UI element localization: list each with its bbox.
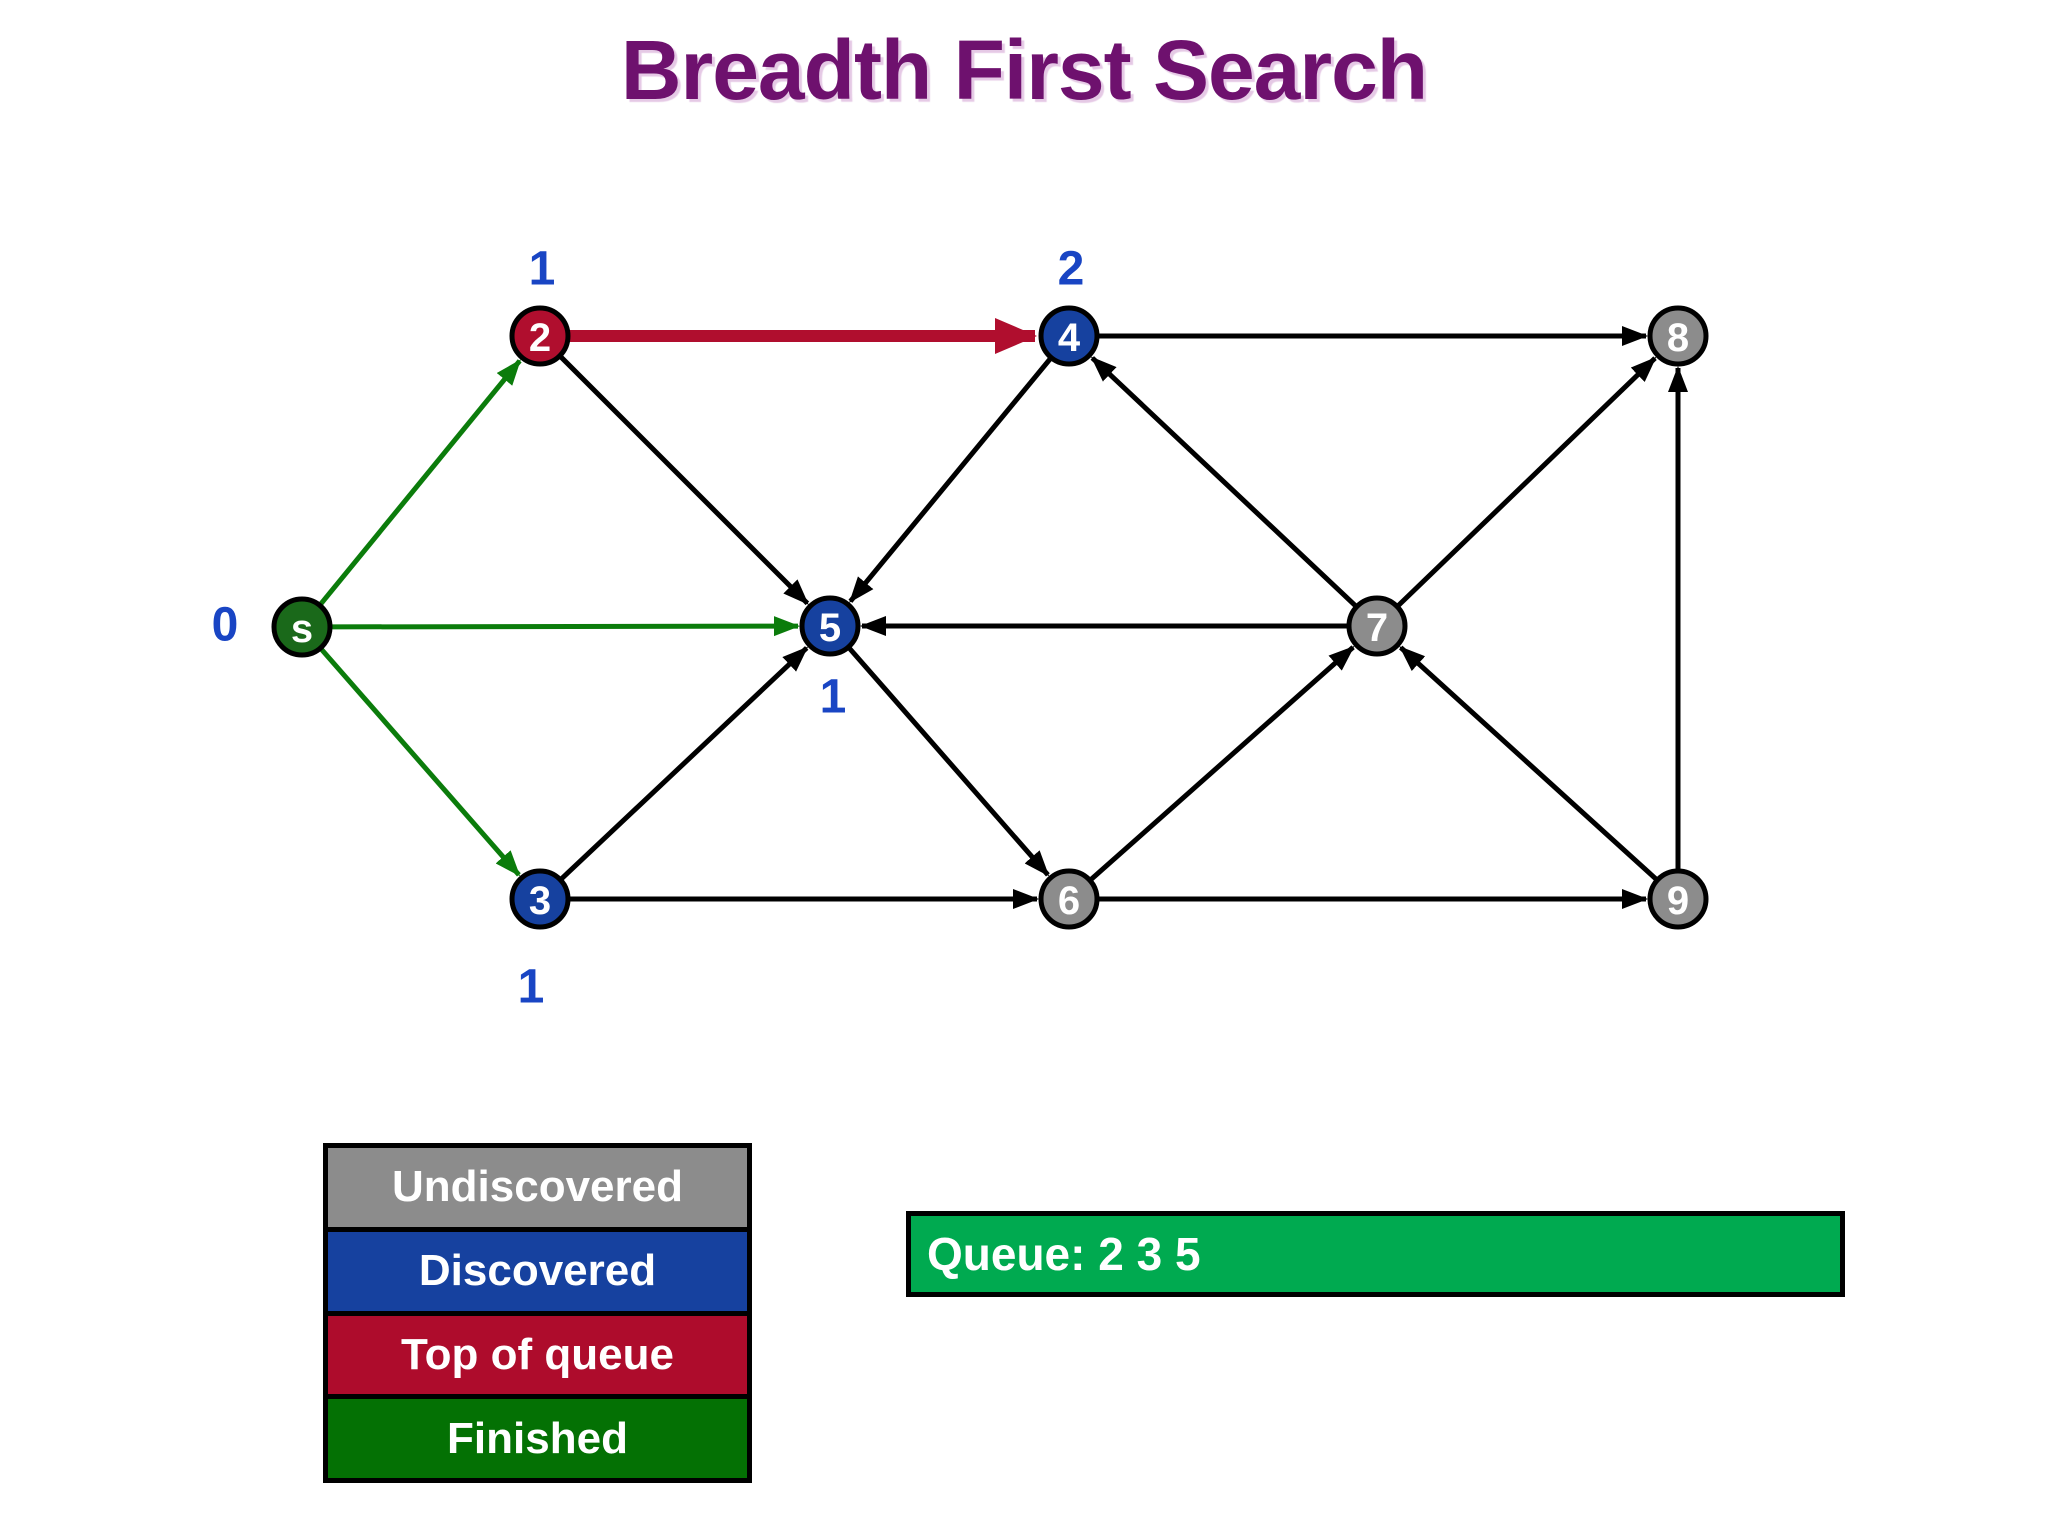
node-label-3: 3: [529, 879, 551, 923]
distance-label-2: 1: [529, 243, 556, 296]
edge-4-5: [848, 356, 1054, 603]
node-s: [271, 596, 333, 658]
edge-5-6: [846, 645, 1050, 877]
distance-label-4: 2: [1058, 243, 1085, 296]
distance-label-3: 1: [518, 961, 545, 1014]
edge-s-5: [329, 616, 800, 637]
node-label-6: 6: [1058, 879, 1080, 923]
legend-label-finished: Finished: [447, 1413, 628, 1463]
distance-label-5: 1: [820, 671, 847, 724]
distance-label-s: 0: [212, 599, 239, 652]
legend-row-finished: Finished: [328, 1394, 747, 1478]
edge-7-4: [1090, 356, 1359, 609]
edge-s-2: [317, 359, 522, 607]
edge-s-3: [318, 646, 521, 877]
legend-label-top-of-queue: Top of queue: [401, 1329, 674, 1379]
edge-2-5: [558, 354, 810, 606]
node-label-8: 8: [1667, 316, 1689, 360]
edge-7-8: [1395, 356, 1657, 609]
legend-label-undiscovered: Undiscovered: [392, 1162, 683, 1212]
node-6: [1038, 868, 1100, 930]
queue-box: Queue: 2 3 5: [906, 1211, 1845, 1297]
node-9: [1647, 868, 1709, 930]
node-label-9: 9: [1667, 879, 1689, 923]
node-8: [1647, 305, 1709, 367]
queue-text: Queue: 2 3 5: [927, 1228, 1201, 1280]
node-2: [509, 305, 571, 367]
node-3: [509, 868, 571, 930]
legend-row-top-of-queue: Top of queue: [328, 1310, 747, 1395]
edge-3-5: [558, 646, 809, 882]
node-label-s: s: [291, 607, 313, 651]
node-label-7: 7: [1366, 606, 1388, 650]
legend-row-discovered: Discovered: [328, 1226, 747, 1311]
node-label-2: 2: [529, 316, 551, 360]
legend-row-undiscovered: Undiscovered: [328, 1148, 747, 1227]
legend: Undiscovered Discovered Top of queue Fin…: [323, 1143, 752, 1483]
node-label-4: 4: [1058, 316, 1081, 360]
node-5: [799, 595, 861, 657]
legend-label-discovered: Discovered: [418, 1246, 657, 1296]
edge-6-7: [1088, 645, 1355, 883]
node-label-5: 5: [819, 606, 841, 650]
edge-9-7: [1399, 645, 1659, 883]
node-7: [1346, 595, 1408, 657]
node-4: [1038, 305, 1100, 367]
page-title: Breadth First Search: [620, 23, 1428, 117]
